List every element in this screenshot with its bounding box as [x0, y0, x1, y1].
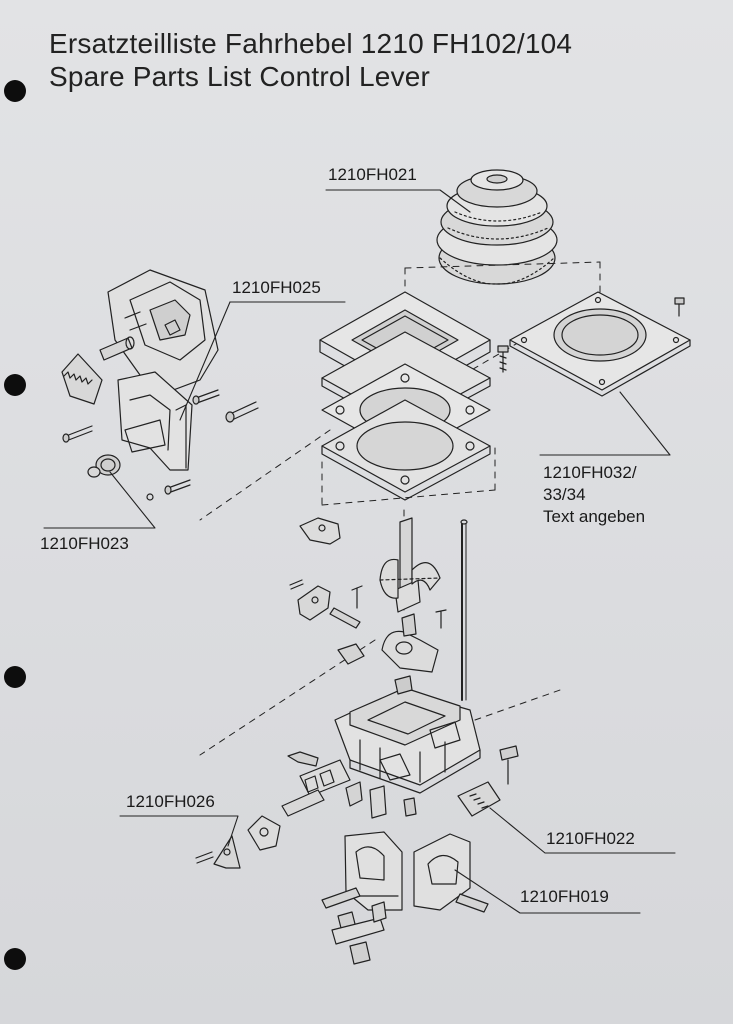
- link-arm-part: [247, 789, 325, 851]
- cam-part: [299, 517, 341, 545]
- page-title: Ersatzteilliste Fahrhebel 1210 FH102/104: [49, 28, 573, 59]
- binder-hole: [4, 374, 26, 396]
- bellows-boot-part: [436, 169, 558, 285]
- binder-hole: [4, 948, 26, 970]
- part-label-line: 33/34: [543, 485, 586, 504]
- part-label-1210fh023: 1210FH023: [40, 534, 129, 553]
- binder-hole: [4, 80, 26, 102]
- part-label-line: Text angeben: [543, 507, 646, 526]
- part-label-1210fh019: 1210FH019: [520, 887, 609, 906]
- screws-center-part: [329, 585, 447, 665]
- pivot-bracket-upper: [379, 558, 441, 599]
- housing-half-right: [413, 833, 471, 911]
- lever-shaft-part: [394, 517, 421, 613]
- micro-switch-parts: [321, 887, 489, 965]
- shaft-part: [99, 336, 135, 361]
- screw-part: [497, 297, 685, 373]
- segment-gear-part: [61, 353, 103, 405]
- cover-plate-1210fh032: [509, 291, 691, 397]
- page-subtitle: Spare Parts List Control Lever: [49, 61, 431, 92]
- bolts-part: [62, 389, 259, 501]
- cam-plate-1210fh026: [195, 835, 241, 869]
- part-label-1210fh021: 1210FH021: [328, 165, 417, 184]
- part-label-1210fh032: 1210FH032/ 33/34 Text angeben: [543, 462, 645, 528]
- spring-rod-part: [460, 519, 468, 701]
- connector-part-1210fh022: [457, 781, 501, 817]
- leader-lines: [43, 189, 676, 914]
- part-label-line: 1210FH032/: [543, 463, 637, 482]
- part-label-1210fh025: 1210FH025: [232, 278, 321, 297]
- part-label-1210fh022: 1210FH022: [546, 829, 635, 848]
- gear-wheel-part: [87, 454, 121, 478]
- part-label-1210fh026: 1210FH026: [126, 792, 215, 811]
- switch-housing-part: [107, 269, 219, 396]
- pivot-bracket-lower: [381, 613, 439, 673]
- base-plate: [321, 399, 491, 501]
- small-lever-part: [289, 579, 331, 621]
- main-housing-part: [334, 675, 481, 794]
- housing-fittings-part: [287, 745, 519, 819]
- binder-hole: [4, 666, 26, 688]
